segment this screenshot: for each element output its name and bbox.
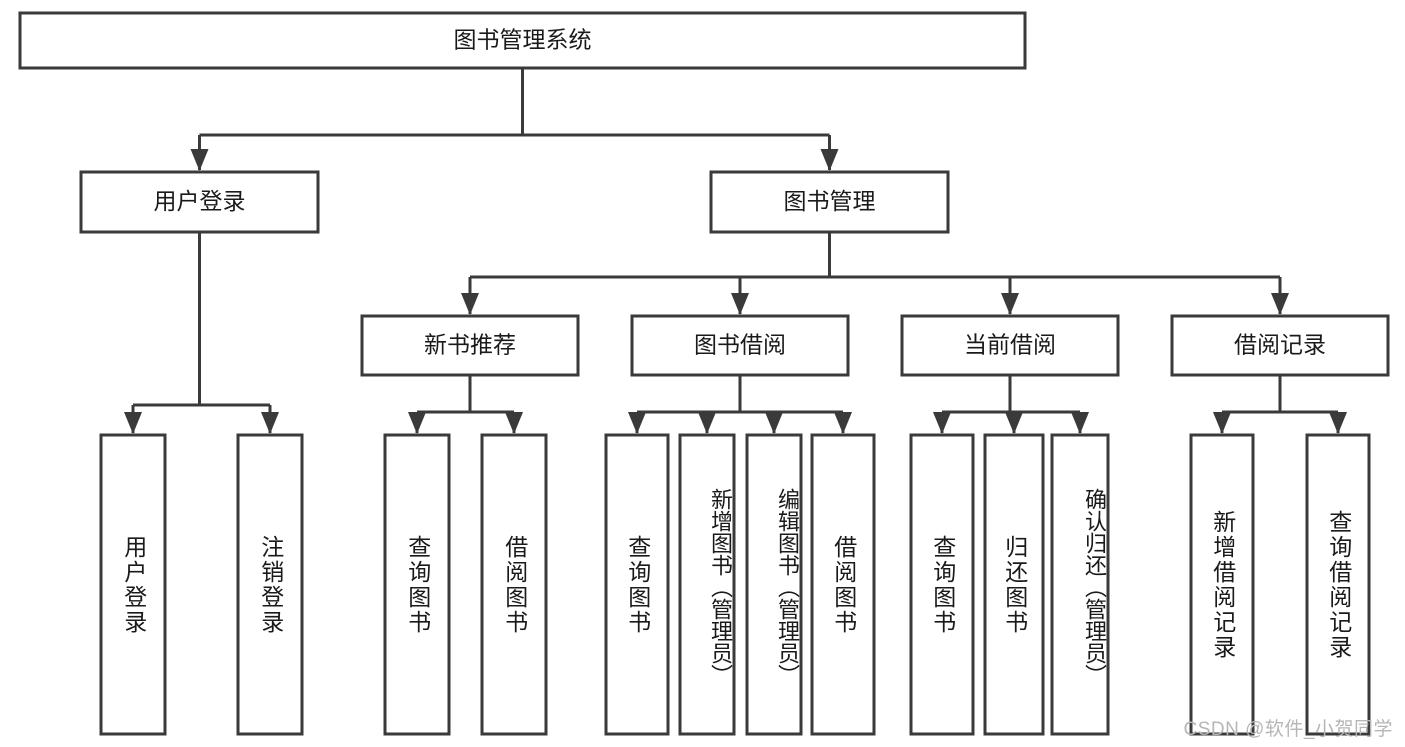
node-leaf-leaf-borrow-borrow-book[interactable] (810, 433, 876, 736)
node-leaf-leaf-cur-return-book[interactable] (983, 433, 1045, 736)
node-level2-book-manage[interactable] (709, 170, 950, 234)
node-boxes (18, 11, 1390, 736)
node-leaf-leaf-borrow-edit-book[interactable] (745, 433, 803, 736)
node-level3-book-borrow[interactable] (630, 314, 850, 377)
arrow-head-icon-leaf-rec-query-book (408, 412, 426, 434)
node-level3-new-book-rec[interactable] (360, 314, 580, 377)
arrow-head-icon-new-book-rec (461, 293, 479, 315)
arrow-head-icon-borrow-record (1271, 293, 1289, 315)
node-leaf-leaf-user-login[interactable] (99, 433, 167, 736)
node-leaf-leaf-cur-query-book[interactable] (909, 433, 975, 736)
arrow-head-icon-leaf-borrow-borrow-book (834, 412, 852, 434)
node-label-book-manage: 图书管理 (784, 188, 876, 214)
node-level2-user-login[interactable] (79, 170, 320, 234)
arrow-head-icon-leaf-borrow-add-book (698, 412, 716, 434)
node-level3-current-borrow[interactable] (900, 314, 1120, 377)
node-label-borrow-record: 借阅记录 (1234, 332, 1326, 358)
node-label-root: 图书管理系统 (454, 27, 592, 53)
arrow-head-icon-leaf-user-login (124, 412, 142, 434)
arrow-head-icon-leaf-cur-confirm-return (1071, 412, 1089, 434)
arrow-head-icon-leaf-borrow-query-book (628, 412, 646, 434)
arrow-head-icon-book-manage (820, 149, 839, 171)
arrow-head-icon-leaf-cur-return-book (1005, 412, 1023, 434)
watermark-text: CSDN @软件_小贺同学 (1183, 719, 1393, 740)
node-leaf-leaf-borrow-query-book[interactable] (604, 433, 670, 736)
arrow-head-icon-leaf-user-logout (261, 412, 279, 434)
node-label-user-login: 用户登录 (154, 188, 246, 214)
arrow-head-icon-book-borrow (731, 293, 749, 315)
node-level3-borrow-record[interactable] (1170, 314, 1390, 377)
arrow-head-icon-leaf-rec-borrow-book (505, 412, 523, 434)
node-leaf-leaf-user-logout[interactable] (236, 433, 304, 736)
node-leaf-leaf-rec-query-book[interactable] (383, 433, 451, 736)
node-leaf-leaf-rec-borrow-book[interactable] (480, 433, 548, 736)
node-label-new-book-rec: 新书推荐 (424, 332, 516, 358)
arrow-head-icon-current-borrow (1001, 293, 1019, 315)
node-label-book-borrow: 图书借阅 (694, 332, 786, 358)
connector-lines (124, 68, 1347, 434)
arrow-head-icon-leaf-rec-query-record (1329, 412, 1347, 434)
node-root-root[interactable] (18, 11, 1027, 70)
node-leaf-leaf-borrow-add-book[interactable] (678, 433, 736, 736)
arrow-head-icon-leaf-rec-add-record (1213, 412, 1231, 434)
node-leaf-leaf-cur-confirm-return[interactable] (1050, 433, 1110, 736)
node-leaf-leaf-rec-add-record[interactable] (1189, 433, 1255, 736)
node-leaf-leaf-rec-query-record[interactable] (1305, 433, 1371, 736)
arrow-head-icon-leaf-cur-query-book (933, 412, 951, 434)
node-label-current-borrow: 当前借阅 (964, 332, 1056, 358)
arrow-head-icon-user-login (190, 149, 209, 171)
arrow-head-icon-leaf-borrow-edit-book (765, 412, 783, 434)
